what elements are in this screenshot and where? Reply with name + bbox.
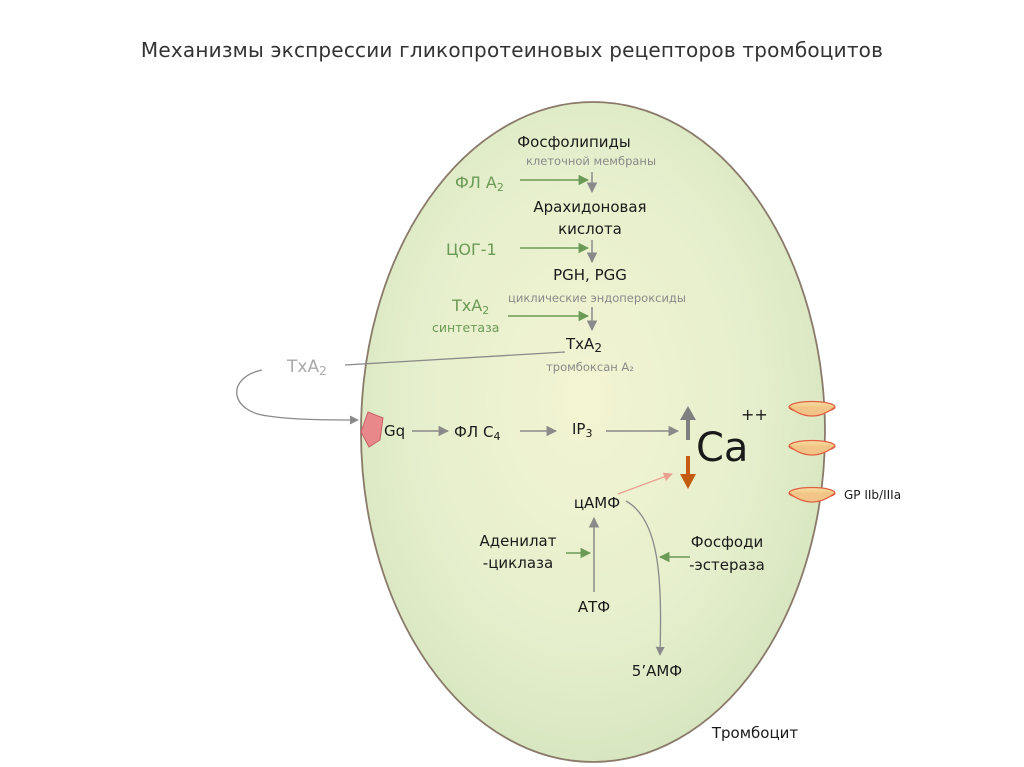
label-amp: 5’АМФ xyxy=(632,662,683,680)
label-adenylate-2: -циклаза xyxy=(483,554,553,572)
label-gq: Gq xyxy=(384,422,405,440)
label-pgh-pgg-sub: циклические эндопероксиды xyxy=(508,291,686,305)
label-pde-1: Фосфоди xyxy=(691,533,763,551)
label-phospholipids-sub: клеточной мембраны xyxy=(526,154,656,168)
label-atp: АТФ xyxy=(578,598,610,616)
label-pde-2: -эстераза xyxy=(689,556,765,574)
label-pgh-pgg: PGH, PGG xyxy=(553,266,627,284)
label-cox1: ЦОГ-1 xyxy=(446,240,497,259)
label-arachidonic-1: Арахидоновая xyxy=(533,198,646,216)
label-adenylate-1: Аденилат xyxy=(480,532,557,550)
label-pla2: ФЛ А2 xyxy=(455,173,504,194)
label-thromboxane: тромбоксан А₂ xyxy=(546,360,634,374)
txa2-feedback-arrow xyxy=(237,370,358,420)
label-phospholipids: Фосфолипиды xyxy=(517,133,630,151)
label-ca-charge: ++ xyxy=(741,405,768,424)
label-arachidonic-2: кислота xyxy=(558,220,622,238)
label-gp-iib-iiia: GP IIb/IIIa xyxy=(844,488,901,502)
label-txa2-external: TxA2 xyxy=(286,357,327,378)
label-synthase-word: синтетаза xyxy=(432,320,499,335)
label-platelet: Тромбоцит xyxy=(711,724,799,742)
label-camp: цАМФ xyxy=(574,494,620,512)
label-ca: Ca xyxy=(696,425,748,471)
